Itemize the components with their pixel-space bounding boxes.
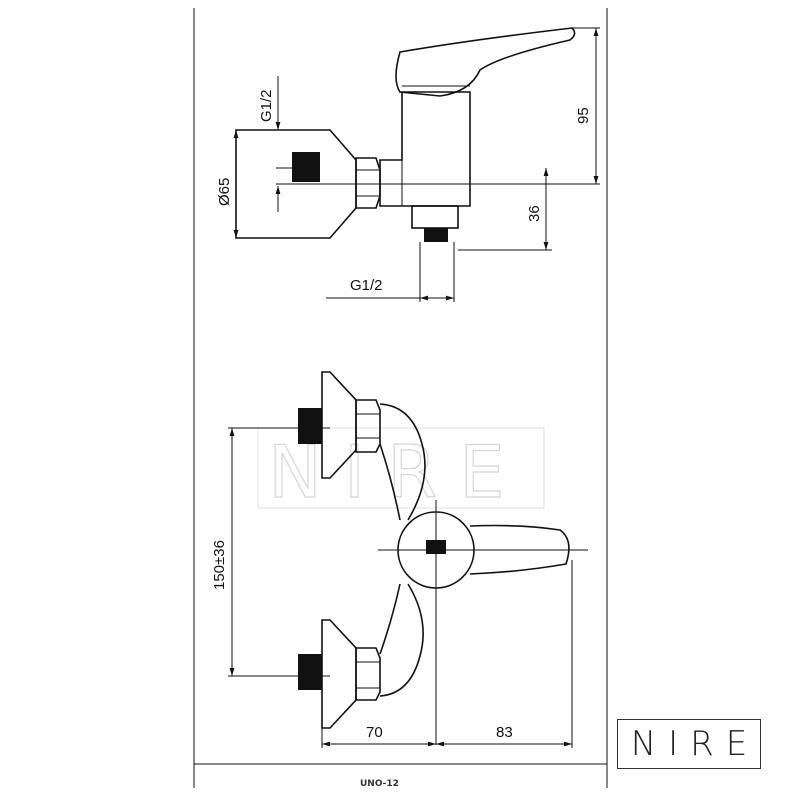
- front-body: [379, 403, 426, 697]
- side-hex-nut: [355, 157, 381, 209]
- front-inlet-top: [298, 408, 322, 444]
- front-flange-bottom: [321, 619, 357, 729]
- dim-right: 83: [496, 724, 513, 741]
- side-spout: [411, 205, 459, 229]
- dim-thread-top: G1/2: [258, 89, 275, 122]
- front-nut-bottom: [355, 647, 381, 701]
- dim-left: 70: [366, 724, 383, 741]
- model-code: UNO-12: [360, 779, 399, 789]
- dim-diameter: Ø65: [216, 178, 233, 206]
- brand-logo: NIRE: [617, 719, 761, 769]
- front-lever: [469, 524, 570, 575]
- dim-thread-bottom: G1/2: [350, 277, 383, 294]
- sheet-frame: [193, 8, 608, 788]
- side-view: G1/2 Ø65 95 36 G1/2: [216, 27, 600, 302]
- dim-spout: 36: [526, 205, 543, 222]
- brand-logo-text: NIRE: [630, 724, 760, 764]
- side-body: [379, 91, 471, 207]
- side-outlet-thread: [424, 228, 448, 242]
- side-lever: [395, 27, 576, 97]
- dim-height: 95: [575, 107, 592, 124]
- side-inlet-thread: [292, 152, 320, 182]
- front-inlet-bottom: [298, 654, 322, 690]
- front-view: 150±36 70 83: [211, 371, 588, 748]
- dim-center-spacing: 150±36: [211, 540, 228, 590]
